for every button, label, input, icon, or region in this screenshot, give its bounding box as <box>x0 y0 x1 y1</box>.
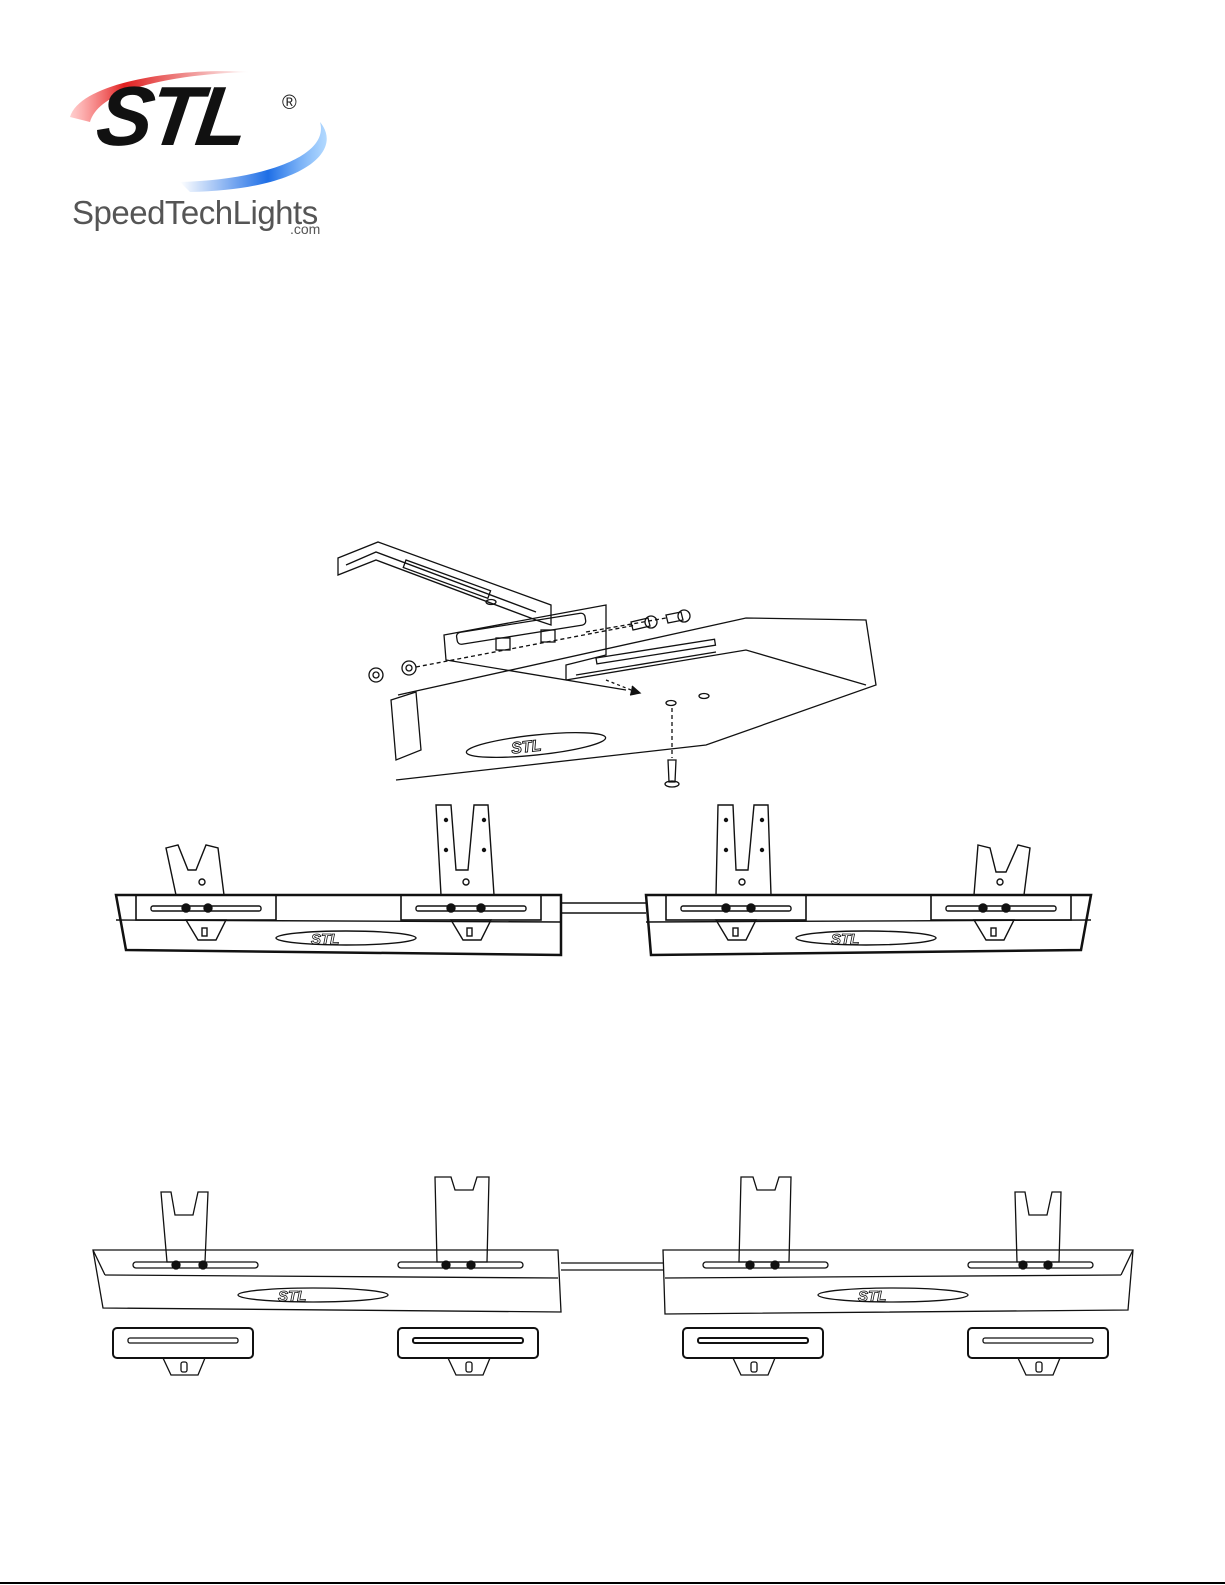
registered-mark: ® <box>282 92 297 115</box>
top-left-badge: STL <box>311 931 339 948</box>
bottom-assembly-diagram: STL STL <box>53 1150 1153 1390</box>
nut-icon <box>402 661 416 675</box>
screw-icon <box>665 760 679 787</box>
detail-badge: STL <box>510 737 542 757</box>
light-bar-left: STL <box>116 895 561 955</box>
bottom-right-badge: STL <box>858 1288 886 1305</box>
speedtechlights-logo: STL ® SpeedTechLights .com <box>60 62 360 242</box>
logo-mark: STL <box>92 74 250 158</box>
light-bar-right: STL <box>663 1250 1133 1314</box>
nut-icon <box>369 668 383 682</box>
brand-name: SpeedTechLights <box>72 196 318 229</box>
loose-bracket <box>113 1328 253 1375</box>
loose-bracket <box>968 1328 1108 1375</box>
footer-rule <box>0 1582 1225 1584</box>
loose-bracket <box>683 1328 823 1375</box>
light-bar-left: STL <box>93 1250 561 1312</box>
bottom-left-badge: STL <box>278 1288 306 1305</box>
top-right-badge: STL <box>831 931 859 948</box>
top-assembly-diagram: STL STL <box>106 800 1106 970</box>
loose-bracket <box>398 1328 538 1375</box>
light-bar-right: STL <box>646 895 1091 955</box>
domain-suffix: .com <box>290 222 320 236</box>
bracket-install-detail-diagram: STL <box>336 530 886 795</box>
bolt-icon <box>666 610 690 623</box>
